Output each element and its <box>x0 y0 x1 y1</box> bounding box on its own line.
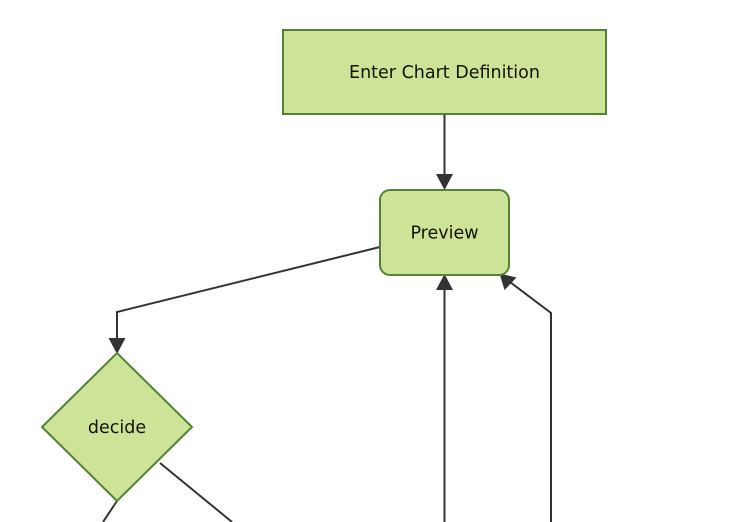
edge-decide-out-bottom <box>102 500 118 522</box>
edge-preview-to-decide <box>116 246 381 344</box>
edge-into-preview-right <box>505 278 552 522</box>
node-decide[interactable]: decide <box>40 351 194 503</box>
node-preview-label: Preview <box>410 224 478 244</box>
edge-layer <box>102 114 552 522</box>
node-preview[interactable]: Preview <box>379 189 510 276</box>
node-preview-shape <box>379 189 510 276</box>
node-enter-chart-definition-label: Enter Chart Definition <box>349 63 540 83</box>
node-decide-shape <box>40 351 194 503</box>
node-enter-chart-definition[interactable]: Enter Chart Definition <box>282 29 607 115</box>
arrowhead-enter-to-preview <box>436 174 453 190</box>
node-decide-label: decide <box>88 418 146 438</box>
arrowhead-into-preview-right <box>499 273 517 290</box>
arrowhead-into-preview-center <box>436 274 453 290</box>
node-enter-chart-definition-shape <box>282 29 607 115</box>
arrowhead-preview-to-decide <box>108 338 126 354</box>
edge-decide-out-right <box>159 462 233 522</box>
